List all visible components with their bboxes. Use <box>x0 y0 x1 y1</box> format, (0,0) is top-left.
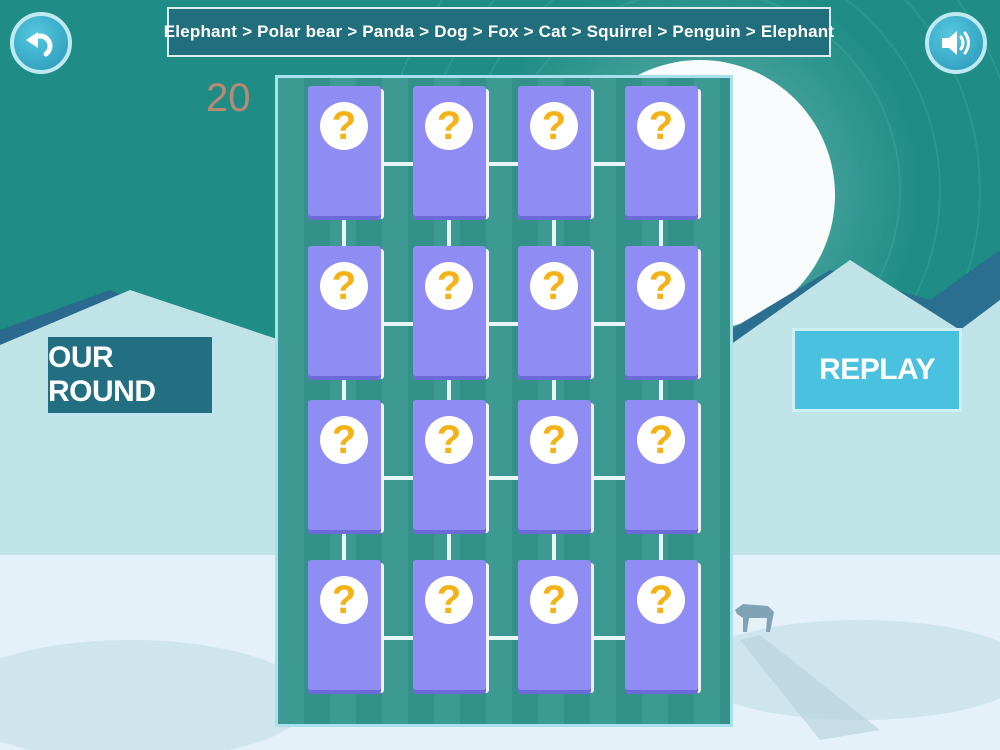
card-symbol: ? <box>436 418 462 462</box>
memory-card[interactable]: ? <box>308 560 381 690</box>
sound-button[interactable] <box>925 12 987 74</box>
card-symbol: ? <box>436 578 462 622</box>
memory-card[interactable]: ? <box>625 400 698 530</box>
memory-card[interactable]: ? <box>625 86 698 216</box>
question-mark-icon: ? <box>425 416 473 464</box>
mountain-left <box>0 290 280 560</box>
card-symbol: ? <box>648 104 674 148</box>
question-mark-icon: ? <box>320 102 368 150</box>
speaker-icon <box>942 31 970 55</box>
replay-button[interactable]: REPLAY <box>792 328 962 412</box>
question-mark-icon: ? <box>637 576 685 624</box>
memory-card[interactable]: ? <box>518 560 591 690</box>
memory-card[interactable]: ? <box>413 246 486 376</box>
back-arrow-icon <box>26 32 53 57</box>
memory-card[interactable]: ? <box>413 400 486 530</box>
memory-card-board: ???????????????? <box>275 75 733 727</box>
wolf-silhouette <box>735 604 774 632</box>
our-round-button[interactable]: OUR ROUND <box>45 334 215 416</box>
memory-card[interactable]: ? <box>518 86 591 216</box>
countdown-timer: 20 <box>206 76 251 120</box>
card-symbol: ? <box>331 578 357 622</box>
question-mark-icon: ? <box>320 576 368 624</box>
replay-label: REPLAY <box>819 353 935 386</box>
question-mark-icon: ? <box>425 576 473 624</box>
card-symbol: ? <box>436 264 462 308</box>
question-mark-icon: ? <box>320 262 368 310</box>
memory-card[interactable]: ? <box>518 246 591 376</box>
memory-card[interactable]: ? <box>518 400 591 530</box>
card-symbol: ? <box>541 418 567 462</box>
card-symbol: ? <box>648 418 674 462</box>
animal-sequence-text: Elephant > Polar bear > Panda > Dog > Fo… <box>163 22 835 41</box>
card-symbol: ? <box>541 264 567 308</box>
question-mark-icon: ? <box>425 262 473 310</box>
card-symbol: ? <box>648 578 674 622</box>
card-symbol: ? <box>648 264 674 308</box>
card-symbol: ? <box>331 104 357 148</box>
card-symbol: ? <box>331 418 357 462</box>
back-button[interactable] <box>10 12 72 74</box>
memory-card[interactable]: ? <box>625 560 698 690</box>
memory-card[interactable]: ? <box>308 86 381 216</box>
card-symbol: ? <box>541 104 567 148</box>
question-mark-icon: ? <box>320 416 368 464</box>
question-mark-icon: ? <box>530 102 578 150</box>
question-mark-icon: ? <box>530 262 578 310</box>
question-mark-icon: ? <box>425 102 473 150</box>
our-round-label: OUR ROUND <box>48 341 156 408</box>
question-mark-icon: ? <box>530 576 578 624</box>
question-mark-icon: ? <box>530 416 578 464</box>
card-symbol: ? <box>436 104 462 148</box>
question-mark-icon: ? <box>637 416 685 464</box>
memory-card[interactable]: ? <box>308 246 381 376</box>
question-mark-icon: ? <box>637 102 685 150</box>
card-symbol: ? <box>331 264 357 308</box>
card-connectors <box>342 162 663 640</box>
memory-card[interactable]: ? <box>308 400 381 530</box>
memory-card[interactable]: ? <box>413 86 486 216</box>
question-mark-icon: ? <box>637 262 685 310</box>
card-symbol: ? <box>541 578 567 622</box>
memory-card[interactable]: ? <box>413 560 486 690</box>
animal-sequence-bar: Elephant > Polar bear > Panda > Dog > Fo… <box>163 7 835 57</box>
memory-card[interactable]: ? <box>625 246 698 376</box>
